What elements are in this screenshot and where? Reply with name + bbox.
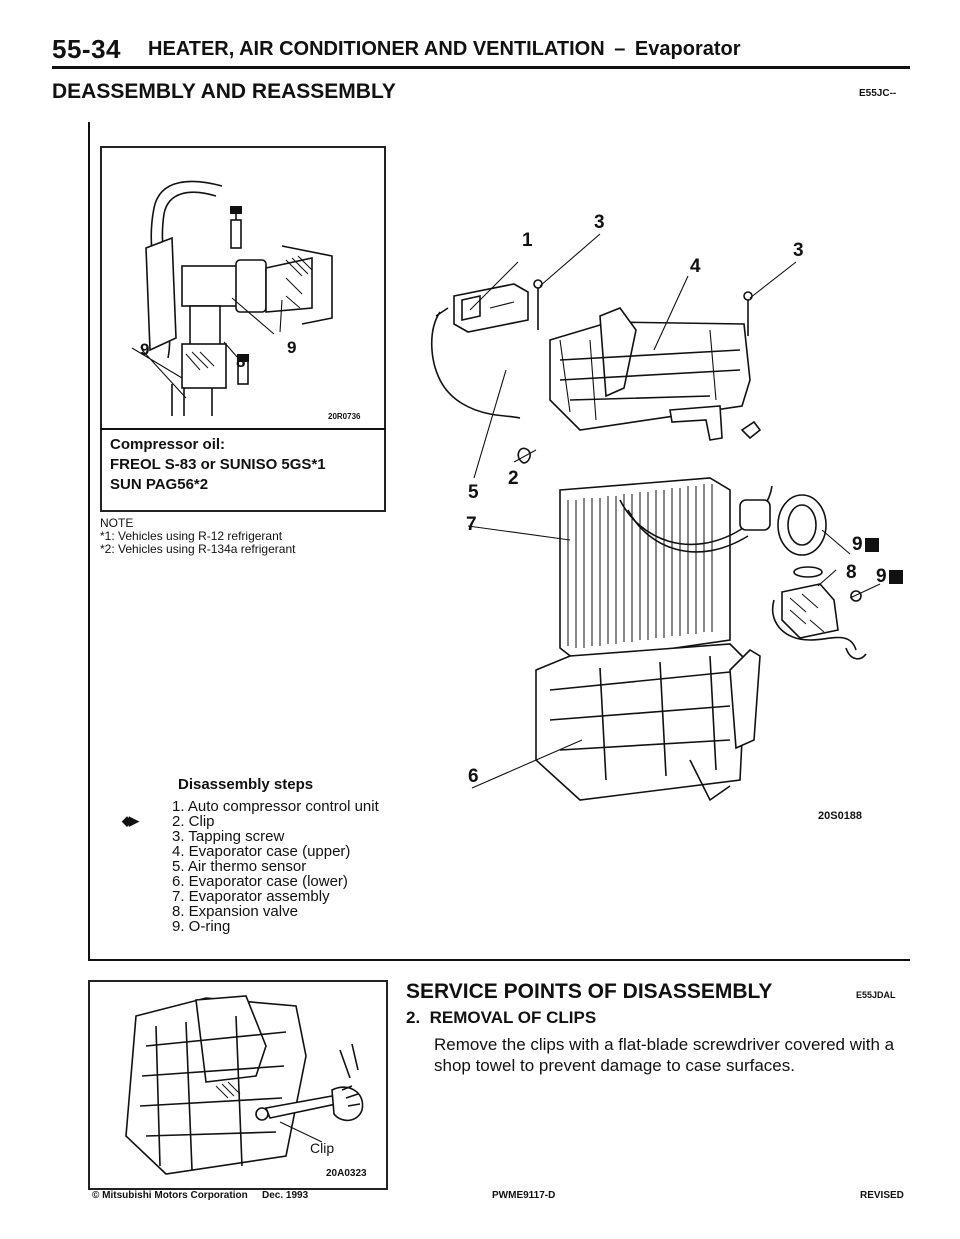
callout-3-top: 3 xyxy=(594,212,605,233)
subsection-title: Evaporator xyxy=(634,38,741,60)
footer-status: REVISED xyxy=(860,1190,904,1201)
clip-figure-box xyxy=(88,980,388,1190)
inset-figure-code: 20R0736 xyxy=(328,412,361,421)
section-title: HEATER, AIR CONDITIONER AND VENTILATION … xyxy=(148,38,741,61)
callout-3-right: 3 xyxy=(793,240,804,261)
callout-9-lower: 9 xyxy=(876,566,903,588)
step-item: 5. Air thermo sensor xyxy=(172,858,307,875)
service-point-marker-icon: ◆▶ xyxy=(122,813,139,828)
callout-4: 4 xyxy=(690,256,701,277)
disassembly-steps-list: 1. Auto compressor control unit 2. Clip … xyxy=(172,799,379,934)
main-figure-code: 20S0188 xyxy=(818,810,863,822)
step-item: 2. Clip xyxy=(172,813,215,830)
step-item: 3. Tapping screw xyxy=(172,828,285,845)
clip-label: Clip xyxy=(310,1140,335,1156)
callout-9-upper-num: 9 xyxy=(852,534,863,555)
page-number: 55-34 xyxy=(52,34,121,64)
footer-copyright: © Mitsubishi Motors Corporation xyxy=(92,1190,248,1201)
step-item: 7. Evaporator assembly xyxy=(172,888,330,905)
callout-9-lower-num: 9 xyxy=(876,566,887,587)
service-code: E55JDAL xyxy=(856,990,896,1000)
footer-date: Dec. 1993 xyxy=(262,1190,309,1201)
step-item: 8. Expansion valve xyxy=(172,903,298,920)
footer-doc-code: PWME9117-D xyxy=(492,1190,556,1201)
step-item: 4. Evaporator case (upper) xyxy=(172,843,351,860)
expansion-valve-drawing xyxy=(131,180,333,416)
clip-removal-drawing xyxy=(125,995,364,1175)
step-item: 1. Auto compressor control unit xyxy=(172,798,379,815)
callout-5: 5 xyxy=(468,482,479,503)
service-body: Remove the clips with a flat-blade screw… xyxy=(434,1035,895,1075)
n-mark-icon xyxy=(888,569,903,584)
step-item: 9. O-ring xyxy=(172,918,231,935)
note-line-1: *1: Vehicles using R-12 refrigerant xyxy=(100,529,283,543)
n-mark-icon xyxy=(864,537,879,552)
block-bottom-rule xyxy=(88,959,910,961)
evaporator-exploded-view xyxy=(430,233,881,802)
service-subtitle: 2. REMOVAL OF CLIPS xyxy=(406,1008,597,1027)
oil-line-2: SUN PAG56*2 xyxy=(110,476,209,493)
callout-1: 1 xyxy=(522,230,533,251)
clip-figure-code: 20A0323 xyxy=(326,1168,367,1179)
inset-callout-9-right: 9 xyxy=(287,338,297,357)
callout-7: 7 xyxy=(466,514,477,535)
callout-2: 2 xyxy=(508,468,519,489)
inset-callout-8: 8 xyxy=(236,352,246,371)
oil-line-1: FREOL S-83 or SUNISO 5GS*1 xyxy=(110,456,326,473)
inset-divider xyxy=(100,428,386,430)
block-left-rule xyxy=(88,122,90,960)
section-title-dash: – xyxy=(614,38,626,60)
steps-title: Disassembly steps xyxy=(178,776,314,793)
note-title: NOTE xyxy=(100,516,134,530)
inset-callout-9-left: 9 xyxy=(140,340,150,359)
callout-6: 6 xyxy=(468,766,479,787)
callout-8: 8 xyxy=(846,562,857,583)
oil-title: Compressor oil: xyxy=(110,436,226,453)
inset-figure-box xyxy=(100,146,386,512)
step-item: 6. Evaporator case (lower) xyxy=(172,873,348,890)
header-rule xyxy=(52,66,910,69)
deassembly-title: DEASSEMBLY AND REASSEMBLY xyxy=(52,80,396,103)
deassembly-code: E55JC-- xyxy=(859,88,897,99)
service-title: SERVICE POINTS OF DISASSEMBLY xyxy=(406,980,773,1003)
note-line-2: *2: Vehicles using R-134a refrigerant xyxy=(100,542,296,556)
section-title-text: HEATER, AIR CONDITIONER AND VENTILATION xyxy=(148,38,605,60)
callout-9-upper: 9 xyxy=(852,534,879,556)
